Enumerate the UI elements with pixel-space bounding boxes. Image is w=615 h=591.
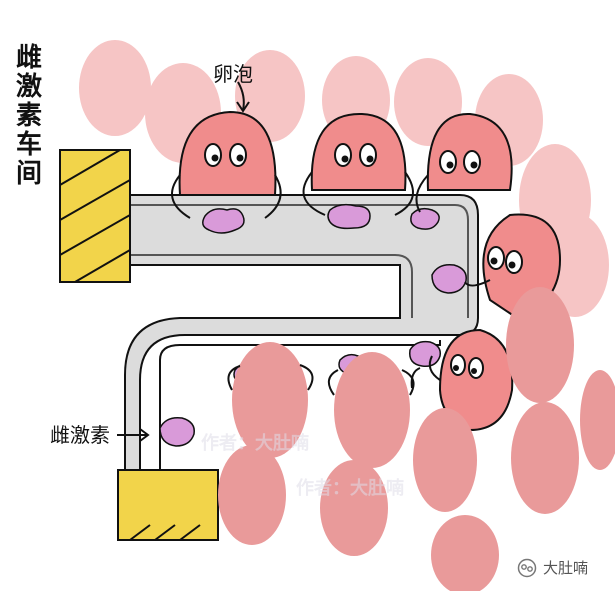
watermark: 作者：大肚喃 [201, 433, 309, 454]
title-char: 雌 [15, 43, 42, 73]
egg-arms [171, 171, 491, 381]
title-char: 车 [15, 130, 42, 160]
egg-label: 卵泡 [213, 62, 253, 86]
brand-badge: 大肚喃 [517, 557, 588, 578]
egg-arrow [236, 81, 250, 113]
source-box [59, 149, 131, 283]
hormone-label: 雌激素 [50, 423, 110, 447]
title-char: 激 [15, 72, 42, 102]
title-char: 素 [15, 101, 42, 131]
wechat-channel-icon [517, 558, 537, 577]
conveyor-belt [124, 194, 479, 471]
page-title: 雌 激 素 车 间 [14, 44, 44, 189]
brand-name: 大肚喃 [543, 559, 589, 577]
egg-pupils [211, 154, 516, 374]
title-char: 间 [15, 159, 42, 189]
output-box [117, 469, 219, 541]
foreground-arms [227, 364, 421, 396]
foreground-eggs [218, 287, 615, 591]
watermark: 作者：大肚喃 [296, 478, 404, 499]
hormone-arrow [117, 428, 150, 442]
